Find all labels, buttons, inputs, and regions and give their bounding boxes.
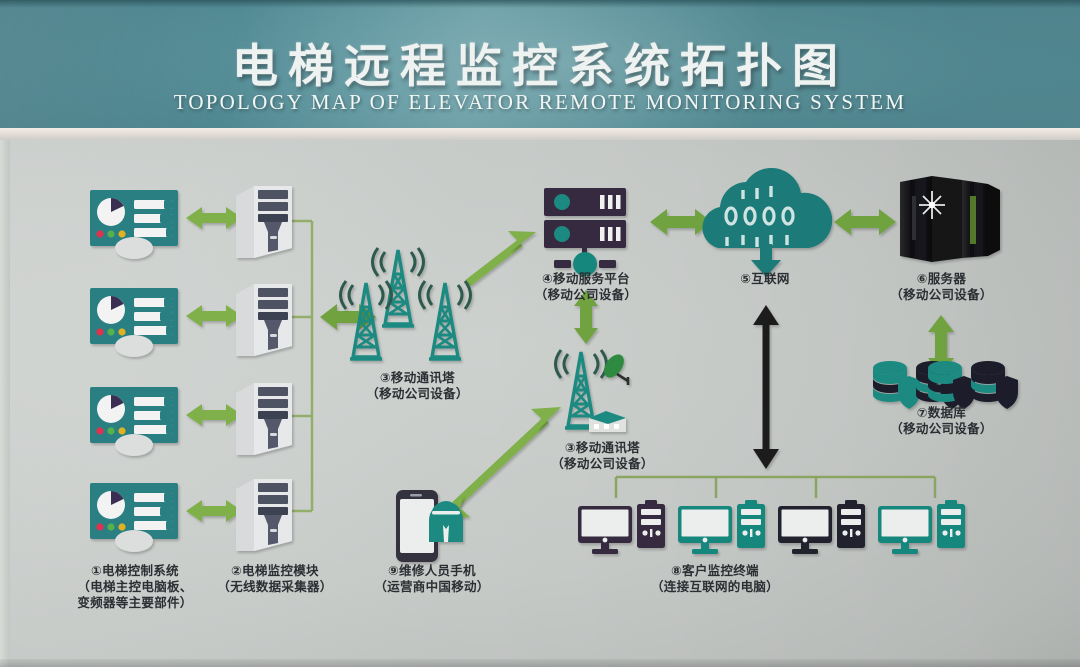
caption-mobile-service-platform: ④移动服务平台 （移动公司设备） [534,271,638,302]
caption-server: ⑥服务器 （移动公司设备） [890,271,993,302]
page-title-cn: 电梯远程监控系统拓扑图 [232,39,848,93]
poster-header: 电梯远程监控系统拓扑图 TOPOLOGY MAP OF ELEVATOR REM… [0,0,1080,130]
desktop-computer-icon [678,500,765,554]
desktop-computer-icon [578,500,665,554]
satellite-dish-icon [604,354,630,385]
database-shield-icon [873,361,1018,409]
smartphone-worker-icon [396,490,463,562]
header-divider [0,128,1080,142]
desktop-computer-icon [778,500,865,554]
cloud-icon [702,167,833,277]
rack-server-icon [544,188,626,276]
page-title-en: TOPOLOGY MAP OF ELEVATOR REMOTE MONITORI… [173,90,907,114]
cell-tower-dish-icon [554,348,630,432]
tower-base-building [589,411,626,432]
panel-left-edge [0,140,10,667]
caption-internet: ⑤互联网 [740,271,790,286]
caption-technician-phone: ⑨维修人员手机 （运营商中国移动） [374,563,490,594]
caption-elevator-control-system: ①电梯控制系统 （电梯主控电脑板、 变频器等主要部件） [77,563,193,610]
panel-bottom-edge [0,659,1080,667]
server-cabinet-icon [900,176,1000,262]
caption-database: ⑦数据库 （移动公司设备） [890,405,993,436]
caption-elevator-monitor-module: ②电梯监控模块 （无线数据采集器） [217,563,333,594]
caption-client-monitor-terminal: ⑧客户监控终端 （连接互联网的电脑） [650,563,779,594]
caption-mobile-comm-tower-secondary: ③移动通讯塔 （移动公司设备） [551,440,654,471]
desktop-computer-icon [878,500,965,554]
caption-mobile-comm-tower-main: ③移动通讯塔 （移动公司设备） [366,370,469,401]
